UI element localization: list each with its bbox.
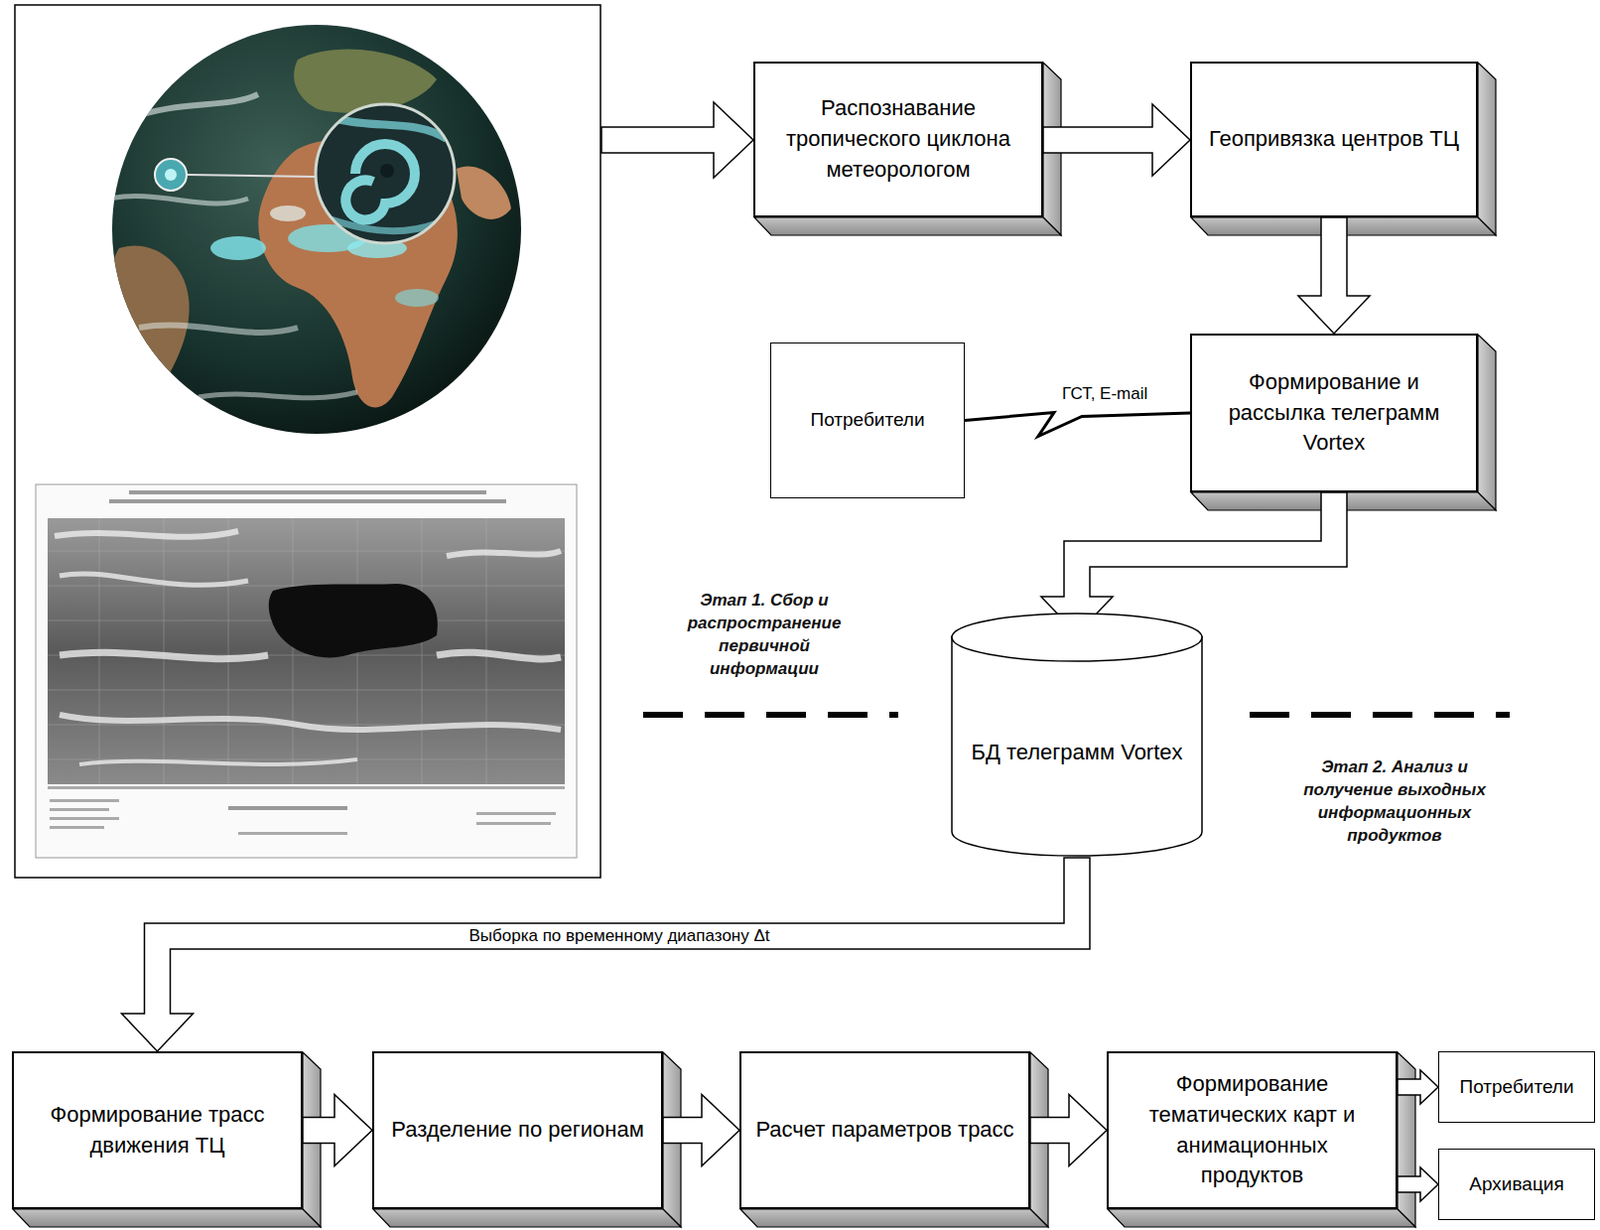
box-extrusion	[740, 1208, 1049, 1227]
box-extrusion	[1477, 62, 1496, 236]
node-text: Геопривязка центров ТЦ	[1205, 124, 1463, 155]
block-arrow	[122, 857, 1091, 1052]
block-arrow	[663, 1094, 740, 1167]
database-cylinder: БД телеграмм Vortex	[949, 612, 1204, 858]
consumer-box: Архивация	[1438, 1148, 1596, 1220]
node-text: Формирование и рассылка телеграмм Vortex	[1205, 367, 1463, 459]
edge-label: Выборка по временному диапазону Δt	[462, 924, 776, 948]
globe-image	[109, 24, 522, 434]
process-box: Формирование тематических карт и анимаци…	[1106, 1051, 1398, 1209]
box-extrusion	[1477, 334, 1496, 511]
consumer-box: Потребители	[770, 342, 965, 499]
node-text: БД телеграмм Vortex	[961, 737, 1193, 769]
box-extrusion	[373, 1208, 681, 1227]
node-text: Распознавание тропического циклона метео…	[769, 93, 1028, 185]
input-arrow	[601, 102, 754, 178]
process-box: Разделение по регионам	[372, 1051, 664, 1209]
process-box: Геопривязка центров ТЦ	[1190, 61, 1478, 218]
node-text: Разделение по регионам	[388, 1114, 648, 1146]
node-text: Формирование трасс движения ТЦ	[27, 1099, 287, 1162]
stage-label: Этап 1. Сбор и распространение первичной…	[674, 589, 854, 681]
box-extrusion	[1107, 1208, 1416, 1227]
cloud-map-image	[35, 484, 577, 858]
stage-label: Этап 2. Анализ и получение выходных инфо…	[1290, 756, 1499, 848]
block-arrow	[1043, 104, 1191, 176]
block-arrow	[1030, 1094, 1107, 1167]
image-panel	[14, 4, 601, 878]
consumer-box: Потребители	[1438, 1051, 1596, 1123]
box-extrusion	[754, 217, 1062, 236]
lightning-link	[964, 412, 1191, 437]
node-text: Архивация	[1449, 1171, 1585, 1199]
node-text: Потребители	[1449, 1073, 1585, 1101]
process-box: Расчет параметров трасс	[739, 1051, 1031, 1209]
block-arrow	[1397, 1069, 1439, 1104]
node-text: Формирование тематических карт и анимаци…	[1122, 1068, 1382, 1192]
block-arrow	[1298, 217, 1370, 334]
cylinder-outline	[949, 612, 1204, 858]
block-arrow	[1397, 1167, 1439, 1201]
box-extrusion	[12, 1208, 321, 1227]
stage-separator	[1249, 711, 1510, 718]
node-text: Расчет параметров трасс	[755, 1114, 1015, 1146]
process-box: Формирование и рассылка телеграмм Vortex	[1190, 333, 1478, 493]
edge-label: ГСТ, E-mail	[1056, 382, 1154, 406]
stage-separator	[643, 711, 899, 718]
block-arrow	[302, 1094, 373, 1167]
process-box: Формирование трасс движения ТЦ	[11, 1051, 303, 1209]
process-box: Распознавание тропического циклона метео…	[753, 61, 1044, 218]
node-text: Потребители	[781, 406, 954, 434]
